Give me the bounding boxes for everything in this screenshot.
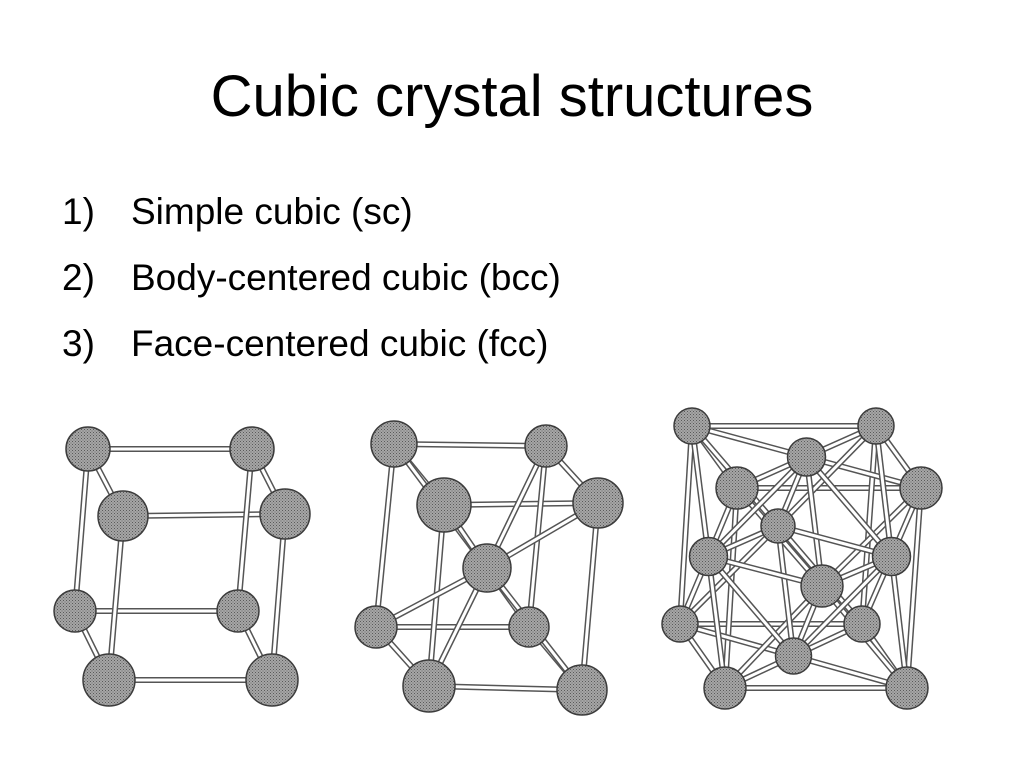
face-center-bond-highlight [805, 456, 893, 558]
corner-atom [216, 589, 260, 633]
bond-highlight [723, 487, 739, 689]
corner-atom [508, 606, 550, 648]
face-bond-highlight [707, 556, 727, 689]
simple-cubic-figure [53, 426, 311, 707]
bond-highlight [374, 443, 396, 628]
corner-atom [229, 426, 275, 472]
face-bond-highlight [691, 424, 807, 459]
body-centered-cubic-figure [354, 420, 624, 716]
face-bond-highlight [890, 556, 909, 689]
face-center-atom [800, 564, 844, 608]
bond-highlight [107, 515, 125, 681]
corner-atom [402, 659, 456, 713]
bond-highlight [678, 425, 694, 625]
face-center-atom [774, 637, 813, 675]
structure-list: 1) Simple cubic (sc) 2) Body-centered cu… [62, 190, 561, 388]
list-number: 1) [62, 191, 95, 232]
corner-atom [65, 426, 111, 472]
face-center-atom [688, 536, 729, 577]
corner-atom [715, 466, 759, 510]
face-bond-highlight [679, 622, 794, 658]
face-center-bond-highlight [776, 525, 795, 657]
bond-highlight [270, 513, 287, 681]
list-item-fcc: 3) Face-centered cubic (fcc) [62, 322, 561, 388]
face-center-atom [786, 437, 827, 477]
face-center-atom [760, 508, 796, 544]
bond-highlight [122, 512, 286, 518]
corner-atom [572, 477, 624, 529]
bond-highlight [905, 487, 923, 689]
corner-atom [843, 605, 881, 643]
corner-atom [245, 653, 299, 707]
list-label: Simple cubic (sc) [131, 191, 413, 232]
corner-atom [82, 653, 136, 707]
bond-highlight [73, 448, 90, 612]
body-center-atom [462, 543, 512, 593]
face-center-bond-highlight [792, 555, 893, 658]
corner-atom [259, 488, 311, 540]
corner-atom [354, 605, 398, 649]
corner-atom [556, 664, 608, 716]
bond-highlight [860, 425, 878, 625]
list-label: Face-centered cubic (fcc) [131, 323, 549, 364]
corner-atom [53, 589, 97, 633]
face-center-atom [871, 536, 912, 577]
bond-highlight [580, 502, 600, 691]
slide-title: Cubic crystal structures [210, 64, 814, 129]
list-item-bcc: 2) Body-centered cubic (bcc) [62, 256, 561, 322]
face-bond-highlight [776, 424, 878, 528]
corner-atom [661, 605, 699, 643]
corner-atom [857, 407, 895, 445]
bond-highlight [236, 448, 254, 612]
bond-highlight [393, 442, 547, 448]
corner-atom [524, 424, 568, 468]
corner-atom [885, 666, 929, 710]
face-center-bond-highlight [707, 555, 795, 657]
corner-atom [899, 466, 943, 510]
corner-atom [703, 666, 747, 710]
face-bond-highlight [678, 524, 780, 626]
list-item-sc: 1) Simple cubic (sc) [62, 190, 561, 256]
list-label: Body-centered cubic (bcc) [131, 257, 561, 298]
face-center-bond-highlight [707, 455, 808, 558]
crystal-figures [53, 407, 943, 716]
list-number: 3) [62, 323, 95, 364]
face-bond-highlight [690, 425, 710, 557]
corner-atom [370, 420, 418, 468]
corner-atom [673, 407, 711, 445]
corner-atom [97, 490, 149, 542]
face-bond-highlight [874, 425, 893, 557]
face-centered-cubic-figure [661, 407, 943, 710]
corner-atom [416, 477, 472, 533]
list-number: 2) [62, 257, 95, 298]
